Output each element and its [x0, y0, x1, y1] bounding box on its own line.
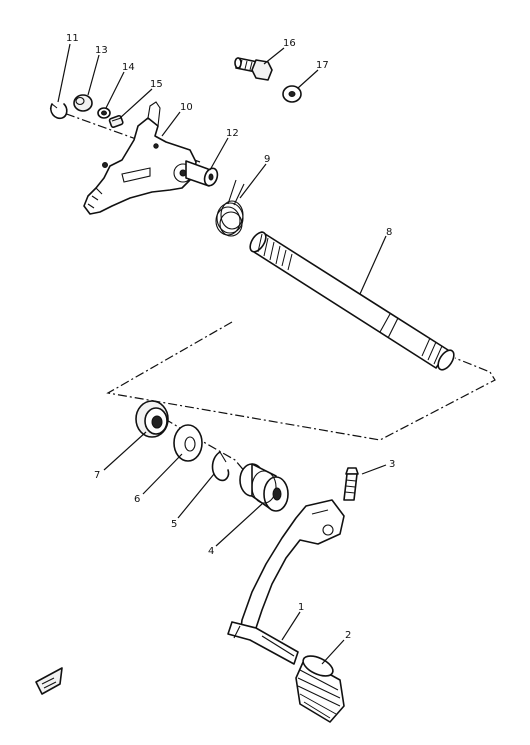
- callout-12: 12: [226, 128, 239, 139]
- callout-numbers: 11 13 14 15 10 12 9 16 17 8 7 6 5 4 3 1 …: [66, 33, 395, 641]
- part-12-pin: [185, 160, 219, 187]
- part-11-circlip: [50, 103, 68, 120]
- callout-7: 7: [94, 470, 100, 481]
- part-6-washer: [173, 424, 203, 462]
- part-10-shift-arm: [83, 101, 197, 215]
- callout-16: 16: [283, 38, 296, 49]
- front-direction-icon: [35, 667, 63, 695]
- callout-14: 14: [122, 62, 135, 73]
- part-7-oil-seal: [135, 400, 169, 438]
- part-3-bolt: [343, 467, 359, 501]
- part-2-pedal-rubber: [295, 655, 345, 723]
- callout-4: 4: [208, 546, 214, 557]
- callout-3: 3: [389, 459, 395, 470]
- part-17-washer: [282, 85, 302, 103]
- part-13-collar: [73, 94, 93, 112]
- part-8-shift-shaft: [249, 231, 455, 371]
- part-4-bushing: [239, 463, 289, 512]
- callout-17: 17: [316, 60, 329, 71]
- part-15-roller: [108, 114, 124, 128]
- callout-5: 5: [171, 519, 177, 530]
- part-1-shift-pedal: [227, 499, 345, 665]
- callout-leaders: [57, 43, 387, 665]
- part-5-circlip: [211, 451, 230, 482]
- callout-10: 10: [180, 102, 193, 113]
- part-9-spring: [215, 179, 245, 237]
- callout-15: 15: [150, 79, 163, 90]
- callout-8: 8: [386, 227, 392, 238]
- callout-13: 13: [95, 45, 108, 56]
- callout-11: 11: [66, 33, 79, 44]
- callout-9: 9: [264, 154, 270, 165]
- callout-2: 2: [345, 630, 351, 641]
- part-16-bolt: [234, 57, 273, 81]
- callout-6: 6: [134, 494, 140, 505]
- part-14-washer: [97, 107, 111, 119]
- callout-1: 1: [298, 602, 304, 613]
